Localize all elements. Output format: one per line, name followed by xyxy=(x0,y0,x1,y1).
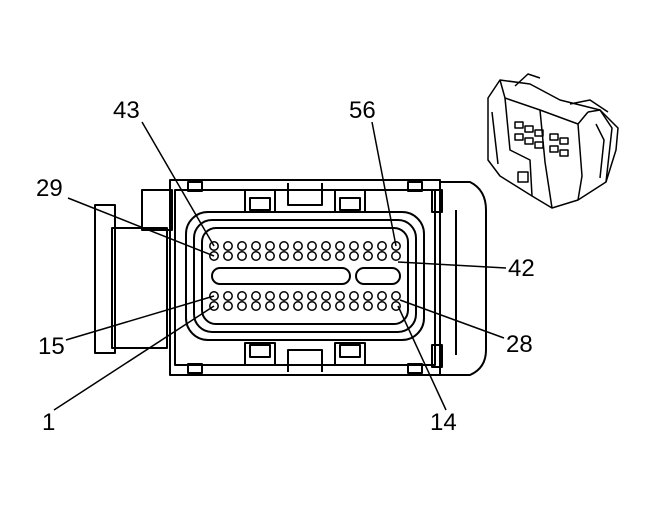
pin-cavity xyxy=(335,241,345,251)
pin-cavity xyxy=(251,291,261,301)
pin-cavity xyxy=(391,301,401,311)
pin-cavity xyxy=(391,251,401,261)
pin-cavity xyxy=(209,251,219,261)
pin-cavity xyxy=(307,251,317,261)
pin-cavity xyxy=(349,251,359,261)
pin-cavity xyxy=(279,251,289,261)
pin-cavity xyxy=(307,241,317,251)
pin-cavity xyxy=(363,301,373,311)
pin-label-43: 43 xyxy=(113,97,140,124)
pin-cavity xyxy=(363,291,373,301)
pin-cavity xyxy=(237,301,247,311)
left-latch xyxy=(94,189,173,354)
pin-cavity xyxy=(321,291,331,301)
pin-cavity xyxy=(391,291,401,301)
pin-cavity xyxy=(209,301,219,311)
pin-cavity xyxy=(349,301,359,311)
pin-label-14: 14 xyxy=(430,409,457,436)
pin-cavity xyxy=(349,241,359,251)
pin-cavity xyxy=(279,301,289,311)
pin-label-28: 28 xyxy=(506,331,533,358)
pin-cavity xyxy=(279,241,289,251)
pin-cavity xyxy=(251,301,261,311)
pin-cavity xyxy=(209,241,219,251)
pin-cavity xyxy=(251,251,261,261)
pin-cavity xyxy=(293,301,303,311)
pin-cavity xyxy=(335,291,345,301)
pin-face xyxy=(185,211,425,341)
pin-cavity xyxy=(223,301,233,311)
pin-cavity xyxy=(265,291,275,301)
pin-cavity xyxy=(237,251,247,261)
pin-cavity xyxy=(223,241,233,251)
pin-label-1: 1 xyxy=(42,409,56,436)
pin-cavity xyxy=(377,241,387,251)
pin-cavity xyxy=(265,301,275,311)
pin-cavity xyxy=(335,251,345,261)
pin-label-56: 56 xyxy=(349,97,376,124)
pin-cavity xyxy=(293,251,303,261)
pin-grid xyxy=(209,241,401,311)
pin-cavity xyxy=(335,301,345,311)
pin-cavity xyxy=(377,251,387,261)
pin-cavity xyxy=(265,241,275,251)
pin-cavity xyxy=(307,291,317,301)
pin-label-42: 42 xyxy=(508,255,535,282)
pin-cavity xyxy=(251,241,261,251)
pin-cavity xyxy=(321,251,331,261)
pin-cavity xyxy=(279,291,289,301)
pin-cavity xyxy=(363,241,373,251)
pin-cavity xyxy=(223,291,233,301)
pin-cavity xyxy=(209,291,219,301)
pin-cavity xyxy=(293,291,303,301)
pin-cavity xyxy=(237,291,247,301)
leader-lines xyxy=(53,121,507,411)
pin-cavity xyxy=(391,241,401,251)
pin-cavity xyxy=(293,241,303,251)
pin-cavity xyxy=(321,241,331,251)
pin-label-29: 29 xyxy=(36,175,63,202)
pin-cavity xyxy=(265,251,275,261)
pin-cavity xyxy=(377,301,387,311)
pin-cavity xyxy=(237,241,247,251)
pin-cavity xyxy=(363,251,373,261)
connector-3d-inset xyxy=(487,73,619,209)
pin-cavity xyxy=(307,301,317,311)
pin-cavity xyxy=(223,251,233,261)
pin-label-15: 15 xyxy=(38,333,65,360)
pin-cavity xyxy=(377,291,387,301)
pin-cavity xyxy=(349,291,359,301)
right-cover xyxy=(431,181,487,376)
pin-cavity xyxy=(321,301,331,311)
